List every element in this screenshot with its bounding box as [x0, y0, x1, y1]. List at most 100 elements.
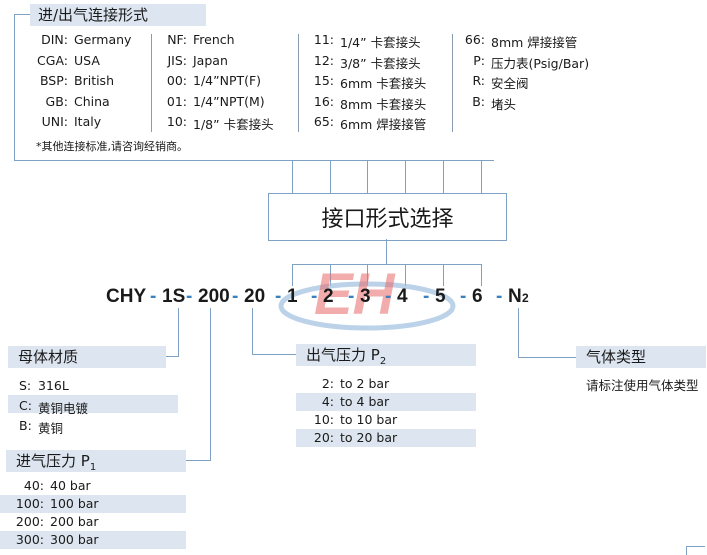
connection-code: 00:	[166, 73, 187, 88]
outlet-pressure-name: to 10 bar	[340, 412, 398, 427]
outlet-pressure-name: to 20 bar	[340, 430, 398, 445]
connection-name: 1/8” 卡套接头	[193, 117, 274, 132]
connection-code: UNI:	[41, 114, 68, 129]
selection-bottom-line	[481, 264, 482, 286]
model-code-subscript: 2	[522, 291, 529, 305]
outlet-pressure-title: 出气压力 P	[306, 346, 380, 364]
connection-code: DIN:	[41, 32, 68, 47]
model-code-dash: -	[496, 286, 503, 307]
connection-name: Italy	[74, 114, 102, 129]
inlet-pressure-title: 进气压力 P	[16, 452, 90, 470]
selection-bottom-line	[367, 264, 368, 286]
body-material-band	[8, 395, 178, 413]
selection-top-line	[292, 160, 293, 193]
selection-top-line	[405, 160, 406, 193]
inlet-pressure-code: 40:	[23, 478, 44, 493]
connection-name: USA	[74, 52, 100, 68]
model-code-part: 5	[435, 286, 446, 307]
selection-top-line	[443, 160, 444, 193]
connection-note: *其他连接标准,请咨询经销商。	[36, 140, 188, 153]
connection-code: GB:	[45, 93, 68, 109]
model-code-dash: -	[150, 286, 157, 307]
connection-code: NF:	[167, 32, 187, 47]
connection-name: China	[74, 93, 110, 109]
selection-bottom-line	[443, 264, 444, 286]
inlet-pressure-name: 40 bar	[50, 478, 91, 493]
connection-code: P:	[473, 52, 485, 68]
inlet-pressure-code: 200:	[15, 514, 44, 529]
outlet-pressure-code: 2:	[321, 376, 334, 391]
inlet-pressure-name: 300 bar	[50, 532, 99, 547]
outlet-pressure-name: to 2 bar	[340, 376, 390, 391]
body-material-name: 黄铜电镀	[38, 401, 89, 416]
selection-bottom-line	[405, 264, 406, 286]
inlet-band-2	[0, 531, 186, 549]
column-separator-1	[151, 34, 152, 132]
corner-mark	[686, 546, 705, 555]
gas-type-header: 气体类型	[576, 346, 706, 368]
body-material-name: 黄铜	[38, 421, 64, 436]
connection-bracket-left	[14, 14, 15, 161]
outlet-connector-v	[252, 308, 253, 355]
connection-code: 10:	[166, 114, 187, 129]
outlet-band-2	[296, 429, 476, 447]
inlet-pressure-subscript: 1	[89, 462, 97, 473]
column-separator-2	[298, 34, 299, 132]
selection-title: 接口形式选择	[321, 207, 454, 232]
column-separator-3	[452, 34, 453, 132]
selection-box: 接口形式选择	[268, 193, 507, 241]
model-code-dash: -	[275, 286, 282, 307]
connection-code: 15:	[313, 73, 334, 88]
connection-name: 1/4”NPT(M)	[193, 93, 265, 109]
connection-code: 12:	[313, 52, 334, 68]
connection-code: JIS:	[167, 52, 187, 68]
selection-stem	[386, 239, 387, 264]
outlet-pressure-code: 10:	[313, 412, 334, 427]
model-code-dash: -	[385, 286, 392, 307]
inlet-pressure-name: 200 bar	[50, 514, 99, 529]
model-code-part: 20	[244, 286, 266, 307]
connection-name: 6mm 卡套接头	[340, 76, 427, 91]
connection-header: 进/出气连接形式	[30, 4, 206, 26]
gas-connector-h	[518, 357, 576, 358]
connection-bracket-bottom	[14, 160, 494, 161]
connection-name: 8mm 卡套接头	[340, 96, 427, 112]
inlet-pressure-code: 300:	[15, 532, 44, 547]
outlet-pressure-name: to 4 bar	[340, 394, 390, 409]
connection-code: B:	[472, 93, 485, 109]
selection-top-line	[367, 160, 368, 193]
connection-code: BSP:	[39, 73, 68, 88]
watermark-swoosh	[278, 281, 456, 331]
connection-name: Germany	[74, 32, 132, 47]
connection-name: 6mm 焊接接管	[340, 117, 427, 132]
selection-top-connector	[292, 160, 482, 161]
outlet-pressure-subscript: 2	[379, 356, 387, 367]
model-code-part: CHY	[106, 286, 147, 307]
outlet-band-1	[296, 393, 476, 411]
selection-top-line	[481, 160, 482, 193]
selection-top-line	[330, 160, 331, 193]
connection-code: 66:	[464, 32, 485, 47]
model-code-part: 200	[198, 286, 230, 307]
body-material-code: C:	[19, 398, 32, 413]
model-code-part: 2	[323, 286, 334, 307]
connection-name: 1/4”NPT(F)	[193, 73, 262, 88]
model-code-part: 4	[397, 286, 408, 307]
body-material-connector-h	[156, 356, 178, 357]
inlet-connector-h	[186, 460, 210, 461]
inlet-pressure-header: 进气压力 P1	[6, 450, 186, 473]
selection-bottom-connector	[292, 264, 482, 265]
connection-name: 堵头	[491, 96, 517, 112]
model-code-dash: -	[348, 286, 355, 307]
connection-name: British	[74, 73, 114, 88]
body-material-code: S:	[19, 378, 32, 393]
model-code-part: 1S	[162, 286, 186, 307]
model-code-part: 3	[360, 286, 371, 307]
connection-code: 01:	[166, 93, 187, 109]
body-material-code: B:	[19, 418, 32, 433]
eh-watermark-logo: EH	[278, 262, 456, 331]
connection-code: 65:	[313, 114, 334, 129]
body-material-name: 316L	[38, 378, 69, 393]
inlet-pressure-name: 100 bar	[50, 496, 99, 511]
body-material-connector-v	[178, 308, 179, 357]
